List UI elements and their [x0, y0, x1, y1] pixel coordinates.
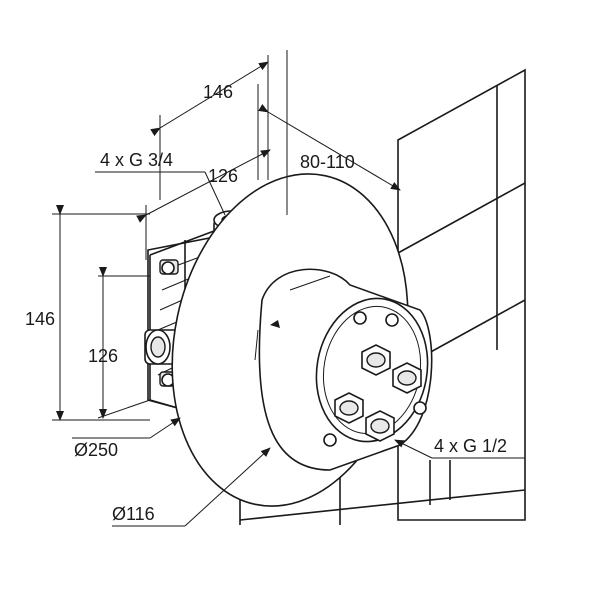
dim-width-inner: 126	[208, 166, 238, 186]
dim-diameter-body: Ø116	[112, 504, 155, 524]
dimension-lines	[52, 50, 525, 527]
dim-height-inner: 126	[88, 346, 118, 366]
dim-width-top: 146	[203, 82, 233, 102]
outlet-fittings	[323, 311, 427, 447]
dim-outlets: 4 x G 1/2	[434, 436, 507, 456]
dim-diameter-plate: Ø250	[74, 440, 118, 460]
dim-height-outer: 146	[25, 309, 55, 329]
dim-inlets: 4 x G 3/4	[100, 150, 173, 170]
left-inlet-fitting	[144, 329, 181, 365]
dim-depth: 80-110	[300, 152, 355, 172]
